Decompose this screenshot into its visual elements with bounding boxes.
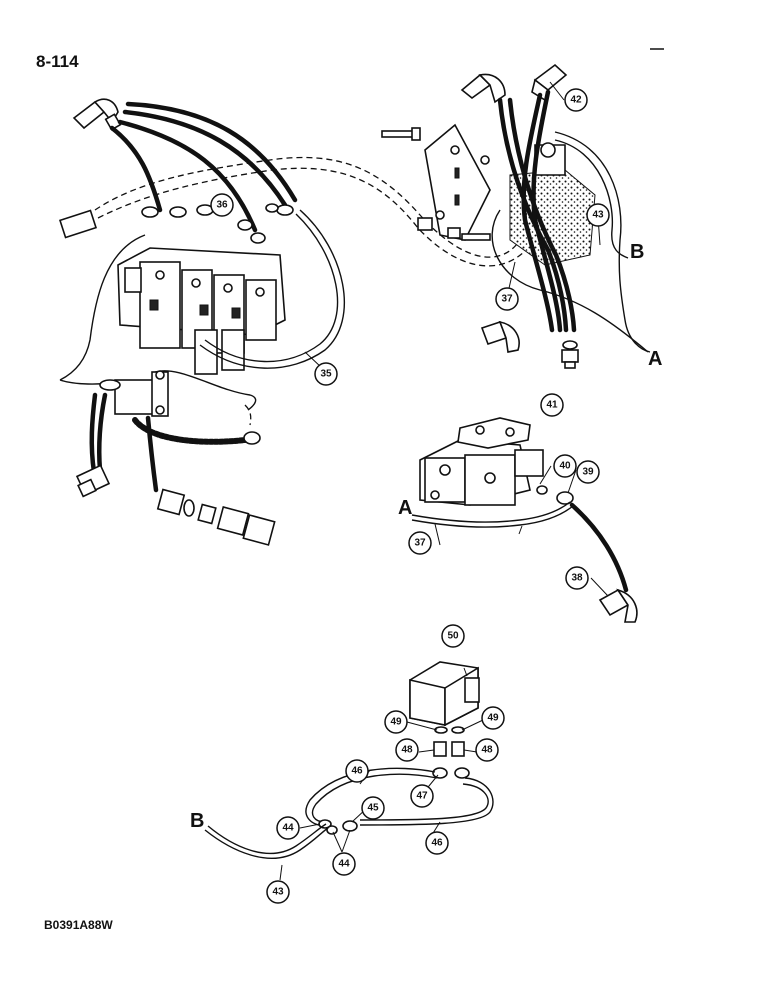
svg-text:40: 40: [559, 461, 571, 472]
svg-text:38: 38: [571, 573, 583, 584]
svg-text:46: 46: [351, 766, 363, 777]
callout-43-bottom: 43: [266, 880, 290, 904]
svg-text:48: 48: [481, 745, 493, 756]
callout-44-bottom: 44: [332, 852, 356, 876]
svg-text:39: 39: [582, 467, 594, 478]
callout-37-top: 37: [495, 287, 519, 311]
connection-letter-b-top: B: [630, 241, 644, 263]
page-number: 8-114: [36, 52, 79, 71]
callout-47: 47: [410, 784, 434, 808]
figure-code: B0391A88W: [44, 918, 113, 932]
callout-46-right: 46: [425, 831, 449, 855]
callout-44-left: 44: [276, 816, 300, 840]
elbow-fitting-icon: [480, 320, 520, 353]
svg-text:49: 49: [390, 717, 402, 728]
svg-text:47: 47: [416, 791, 428, 802]
callout-48-right: 48: [475, 738, 499, 762]
callout-43-top: 43: [586, 203, 610, 227]
svg-text:41: 41: [546, 400, 558, 411]
callout-49-left: 49: [384, 710, 408, 734]
mounting-plate: [424, 123, 491, 241]
hose-end-fitting-icon: [75, 464, 111, 498]
callout-46-left: 46: [345, 759, 369, 783]
svg-text:37: 37: [414, 538, 426, 549]
svg-text:46: 46: [431, 838, 443, 849]
callout-41: 41: [540, 393, 564, 417]
pilot-manifold-assembly: [381, 63, 651, 369]
callout-39: 39: [576, 460, 600, 484]
callout-40: 40: [553, 454, 577, 478]
elbow-fitting-icon: [598, 588, 638, 623]
svg-text:44: 44: [338, 859, 350, 870]
connection-letter-a-top: A: [648, 348, 662, 370]
adapter-fitting-set: [156, 488, 276, 546]
callout-36: 36: [210, 193, 234, 217]
svg-text:36: 36: [216, 200, 228, 211]
callout-48-left: 48: [395, 738, 419, 762]
connection-letter-b-bottom: B: [190, 810, 204, 832]
fitting-row: [141, 203, 294, 244]
callout-38: 38: [565, 566, 589, 590]
svg-text:44: 44: [282, 823, 294, 834]
straight-fitting-icon: [561, 340, 579, 369]
callout-45: 45: [361, 796, 385, 820]
svg-text:45: 45: [367, 803, 379, 814]
bolt: [381, 130, 415, 138]
svg-text:48: 48: [401, 745, 413, 756]
svg-text:49: 49: [487, 713, 499, 724]
callout-49-right: 49: [481, 706, 505, 730]
solenoid-valve-assembly: [204, 661, 494, 859]
svg-text:37: 37: [501, 294, 513, 305]
connection-letter-a-mid: A: [398, 497, 412, 519]
callout-35: 35: [314, 362, 338, 386]
callout-50: 50: [441, 624, 465, 648]
tag-block: [58, 209, 98, 239]
svg-text:42: 42: [570, 95, 582, 106]
control-valve-assembly: [58, 98, 527, 546]
svg-text:35: 35: [320, 369, 332, 380]
svg-text:43: 43: [592, 210, 604, 221]
svg-text:50: 50: [447, 631, 459, 642]
elbow-fitting-icon: [72, 98, 122, 131]
svg-text:43: 43: [272, 887, 284, 898]
auxiliary-valve-assembly: [411, 417, 638, 623]
valve-bank: [117, 247, 286, 375]
small-valve-block: [99, 370, 169, 417]
callout-37-mid: 37: [408, 531, 432, 555]
elbow-fitting-icon: [460, 73, 506, 104]
callout-42: 42: [564, 88, 588, 112]
